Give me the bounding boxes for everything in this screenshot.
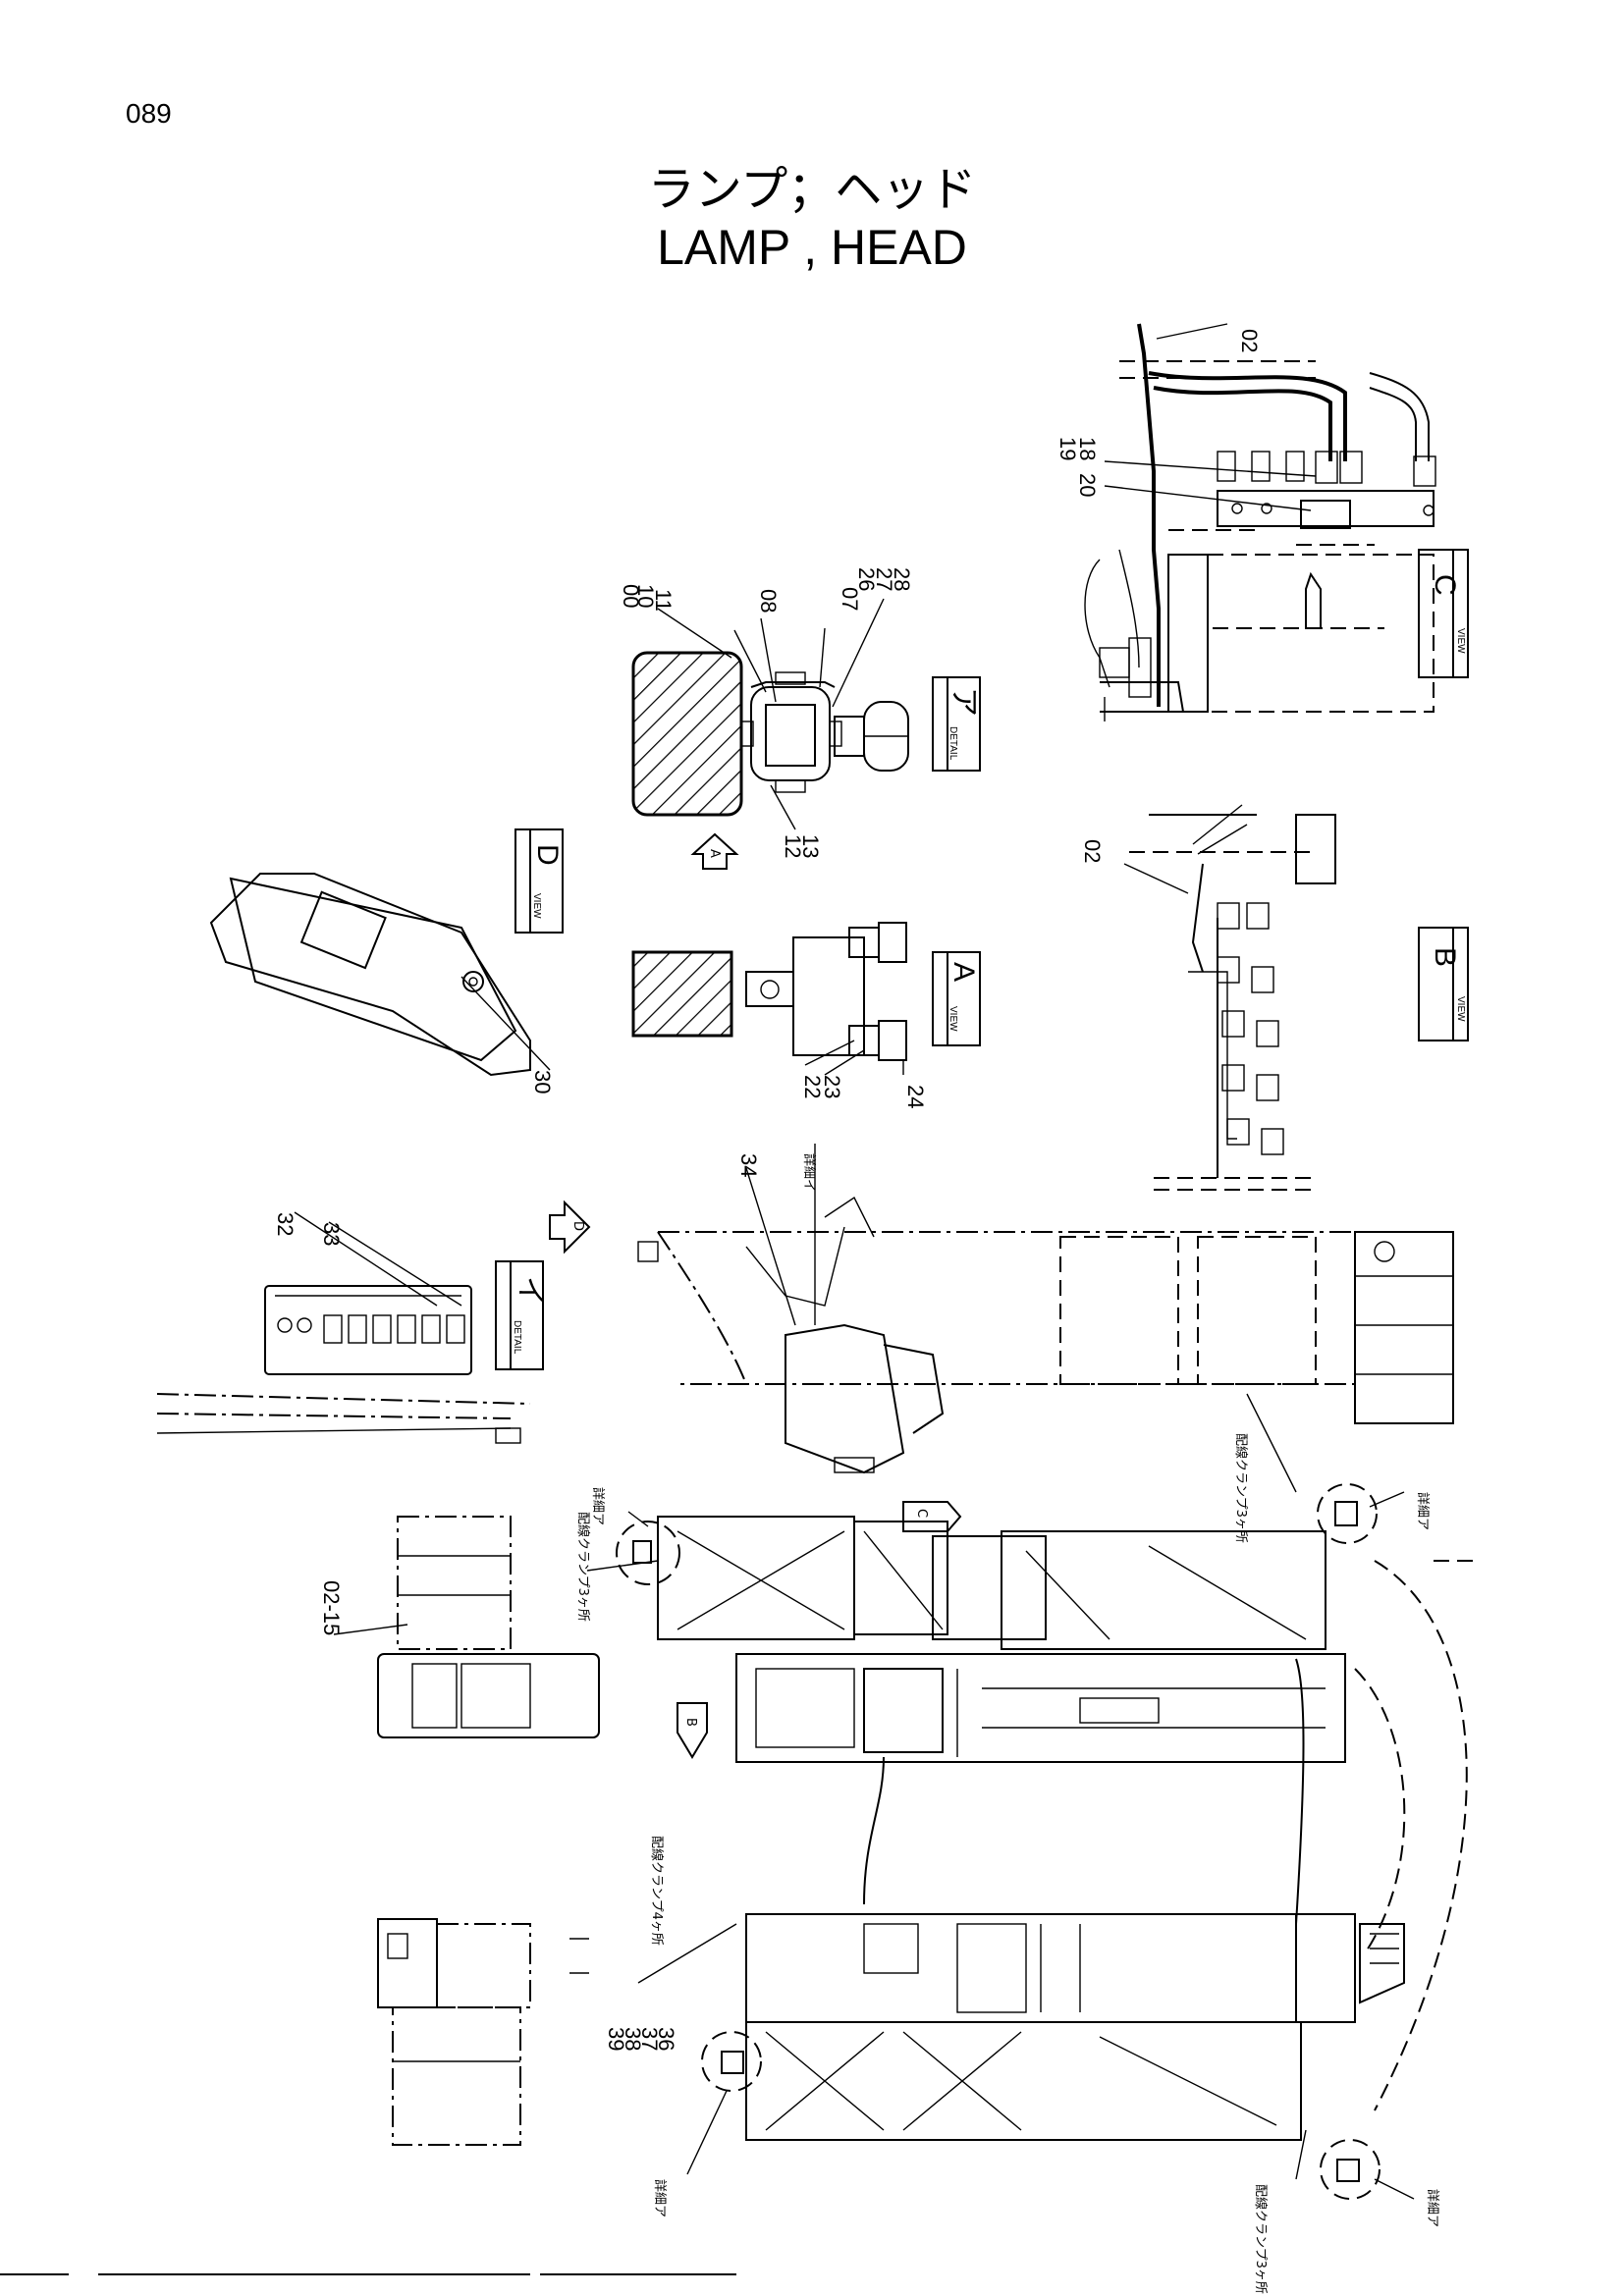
title-english: LAMP , HEAD <box>657 220 967 275</box>
callout-24: 24 <box>903 1085 928 1108</box>
callout-13: 13 <box>798 834 823 858</box>
note-clamp-4: 配線クランプ4ヶ所 <box>649 1836 665 1946</box>
view-d-label: D VIEW <box>514 828 564 934</box>
callout-02-viewb: 02 <box>1080 839 1105 863</box>
main-frame: C B 39 38 37 36 <box>586 1393 1473 2200</box>
note-detail-a-2: 詳細ア <box>1415 1492 1431 1530</box>
callout-11: 11 <box>651 589 676 612</box>
callout-28: 28 <box>890 567 914 591</box>
view-d-arrow: D <box>549 1200 591 1255</box>
callout-18: 18 <box>1075 437 1100 460</box>
callout-12: 12 <box>781 834 805 858</box>
svg-text:B: B <box>683 1718 698 1727</box>
note-clamp-3-b: 配線クランプ3ヶ所 <box>1233 1433 1249 1543</box>
view-c-assembly: 02 19 18 20 <box>1056 323 1436 721</box>
callout-34: 34 <box>736 1153 761 1177</box>
detail-a-label: ア DETAIL <box>932 676 981 772</box>
view-d-small: VIEW <box>531 893 542 919</box>
note-detail-a-1: 詳細ア <box>590 1487 606 1525</box>
note-detail-a-4: 詳細ア <box>1425 2189 1440 2227</box>
view-a-assembly: 22 23 24 <box>631 922 928 1108</box>
view-a-arrow-letter: A <box>707 849 722 858</box>
title-block: ランプ；ヘッド LAMP , HEAD <box>0 162 1624 276</box>
detail-a-small: DETAIL <box>947 726 958 761</box>
callout-19: 19 <box>1056 437 1080 460</box>
view-d-panel: 30 <box>209 873 555 1094</box>
callout-10: 10 <box>633 584 658 608</box>
svg-text:C: C <box>914 1509 929 1518</box>
footer-rule-2 <box>98 2273 530 2275</box>
detail-i-letter: イ <box>514 1276 546 1306</box>
callout-20: 20 <box>1075 473 1100 497</box>
footer-rule-1 <box>0 2273 69 2275</box>
view-b-small: VIEW <box>1455 996 1466 1022</box>
footer-rule-3 <box>540 2273 736 2275</box>
callout-08: 08 <box>756 589 781 613</box>
cab-assembly: 34 詳細イ <box>637 1144 1454 1474</box>
view-c-label: C VIEW <box>1418 549 1469 678</box>
view-d-letter: D <box>531 844 564 866</box>
callout-23: 23 <box>820 1075 844 1098</box>
callout-30: 30 <box>530 1070 555 1094</box>
detail-a-lamp: 00 10 11 08 07 26 27 28 12 13 A <box>619 567 914 870</box>
view-b-letter: B <box>1429 947 1461 967</box>
side-view-lower <box>377 1918 589 2146</box>
callout-39: 39 <box>604 2027 628 2051</box>
note-clamp-3-c: 配線クランプ3ヶ所 <box>1253 2184 1269 2294</box>
callout-33: 33 <box>319 1222 344 1246</box>
callout-26: 26 <box>854 567 879 591</box>
detail-i-label: イ DETAIL <box>495 1260 546 1370</box>
note-detail-a-3: 詳細ア <box>652 2179 668 2217</box>
view-b-label: B VIEW <box>1418 927 1469 1041</box>
detail-i-switch-panel: 32 33 <box>156 1211 531 1444</box>
view-a-label: A VIEW <box>932 951 981 1046</box>
callout-22: 22 <box>800 1075 825 1098</box>
svg-text:D: D <box>570 1221 585 1231</box>
detail-a-letter: ア <box>947 687 980 717</box>
view-c-letter: C <box>1429 574 1461 596</box>
note-clamp-3-a: 配線クランプ3ヶ所 <box>575 1512 591 1622</box>
callout-00: 00 <box>619 584 643 608</box>
view-a-small: VIEW <box>947 1006 958 1032</box>
callout-38: 38 <box>621 2027 645 2051</box>
callout-32: 32 <box>273 1212 298 1236</box>
title-japanese: ランプ；ヘッド <box>647 162 977 217</box>
view-a-letter: A <box>947 962 980 982</box>
callout-37: 37 <box>637 2027 662 2051</box>
note-detail-i: 詳細イ <box>801 1153 817 1192</box>
callout-02-top: 02 <box>1237 329 1262 352</box>
callout-02-15: 02-15 <box>319 1580 344 1635</box>
callout-36: 36 <box>654 2027 678 2051</box>
view-b-assembly: 02 <box>1080 804 1336 1191</box>
view-c-small: VIEW <box>1455 628 1466 654</box>
callout-27: 27 <box>872 567 896 591</box>
drawing-notes: 詳細ア 配線クランプ3ヶ所 詳細ア 配線クランプ3ヶ所 配線クランプ4ヶ所 詳細… <box>575 1433 1440 2294</box>
callout-07: 07 <box>838 587 862 611</box>
side-view-upper: 02-15 <box>319 1516 600 1738</box>
detail-i-small: DETAIL <box>512 1320 522 1355</box>
page-number: 089 <box>126 98 172 129</box>
